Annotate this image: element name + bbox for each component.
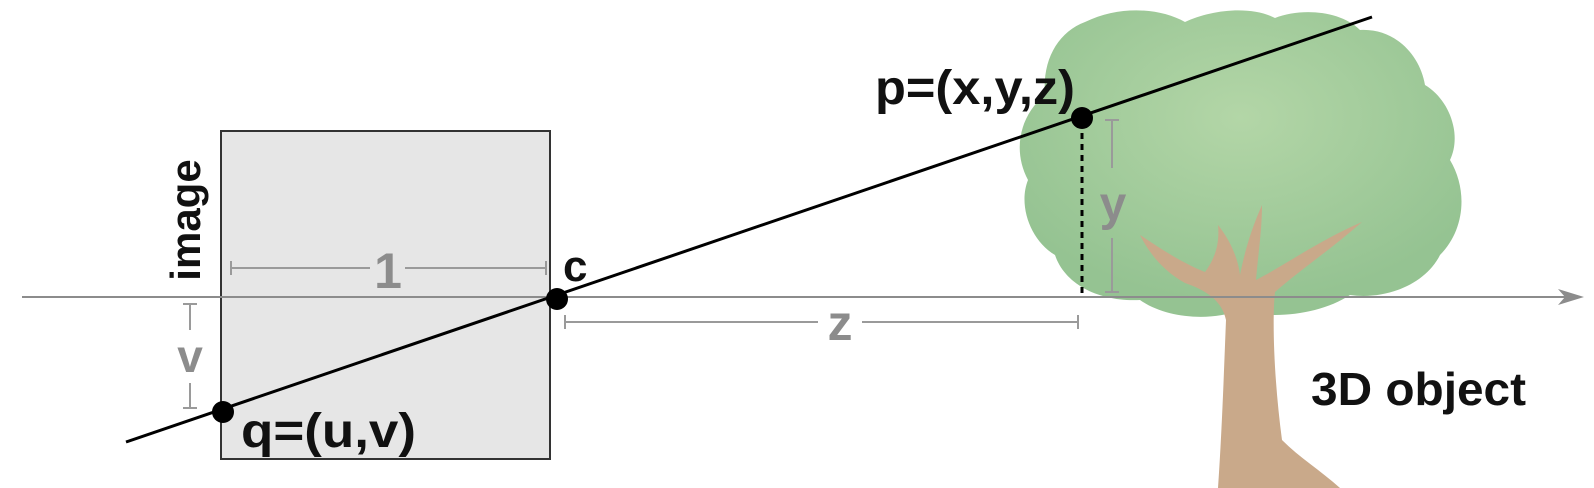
label-y: y xyxy=(1100,178,1127,231)
dimension-y xyxy=(1105,119,1119,293)
dimension-focal-length xyxy=(230,261,547,275)
dimension-depth xyxy=(564,315,1079,329)
label-z: z xyxy=(828,295,853,351)
tree-icon xyxy=(1019,10,1462,488)
point-q xyxy=(212,401,234,423)
label-q: q=(u,v) xyxy=(241,405,416,458)
point-p xyxy=(1071,107,1093,129)
optical-axis xyxy=(22,289,1584,305)
point-c xyxy=(546,288,568,310)
image-plane xyxy=(220,130,551,460)
axis-arrowhead-icon xyxy=(1558,289,1584,305)
label-3d-object: 3D object xyxy=(1311,363,1526,415)
tree-foliage xyxy=(1019,10,1462,317)
label-focal-length: 1 xyxy=(374,243,402,299)
label-image: image xyxy=(162,159,209,280)
dimension-v xyxy=(183,303,197,409)
label-p: p=(x,y,z) xyxy=(875,62,1075,115)
projection-ray xyxy=(125,15,1373,444)
label-c: c xyxy=(563,242,587,291)
label-v: v xyxy=(177,330,203,382)
tree-trunk xyxy=(1140,205,1362,488)
